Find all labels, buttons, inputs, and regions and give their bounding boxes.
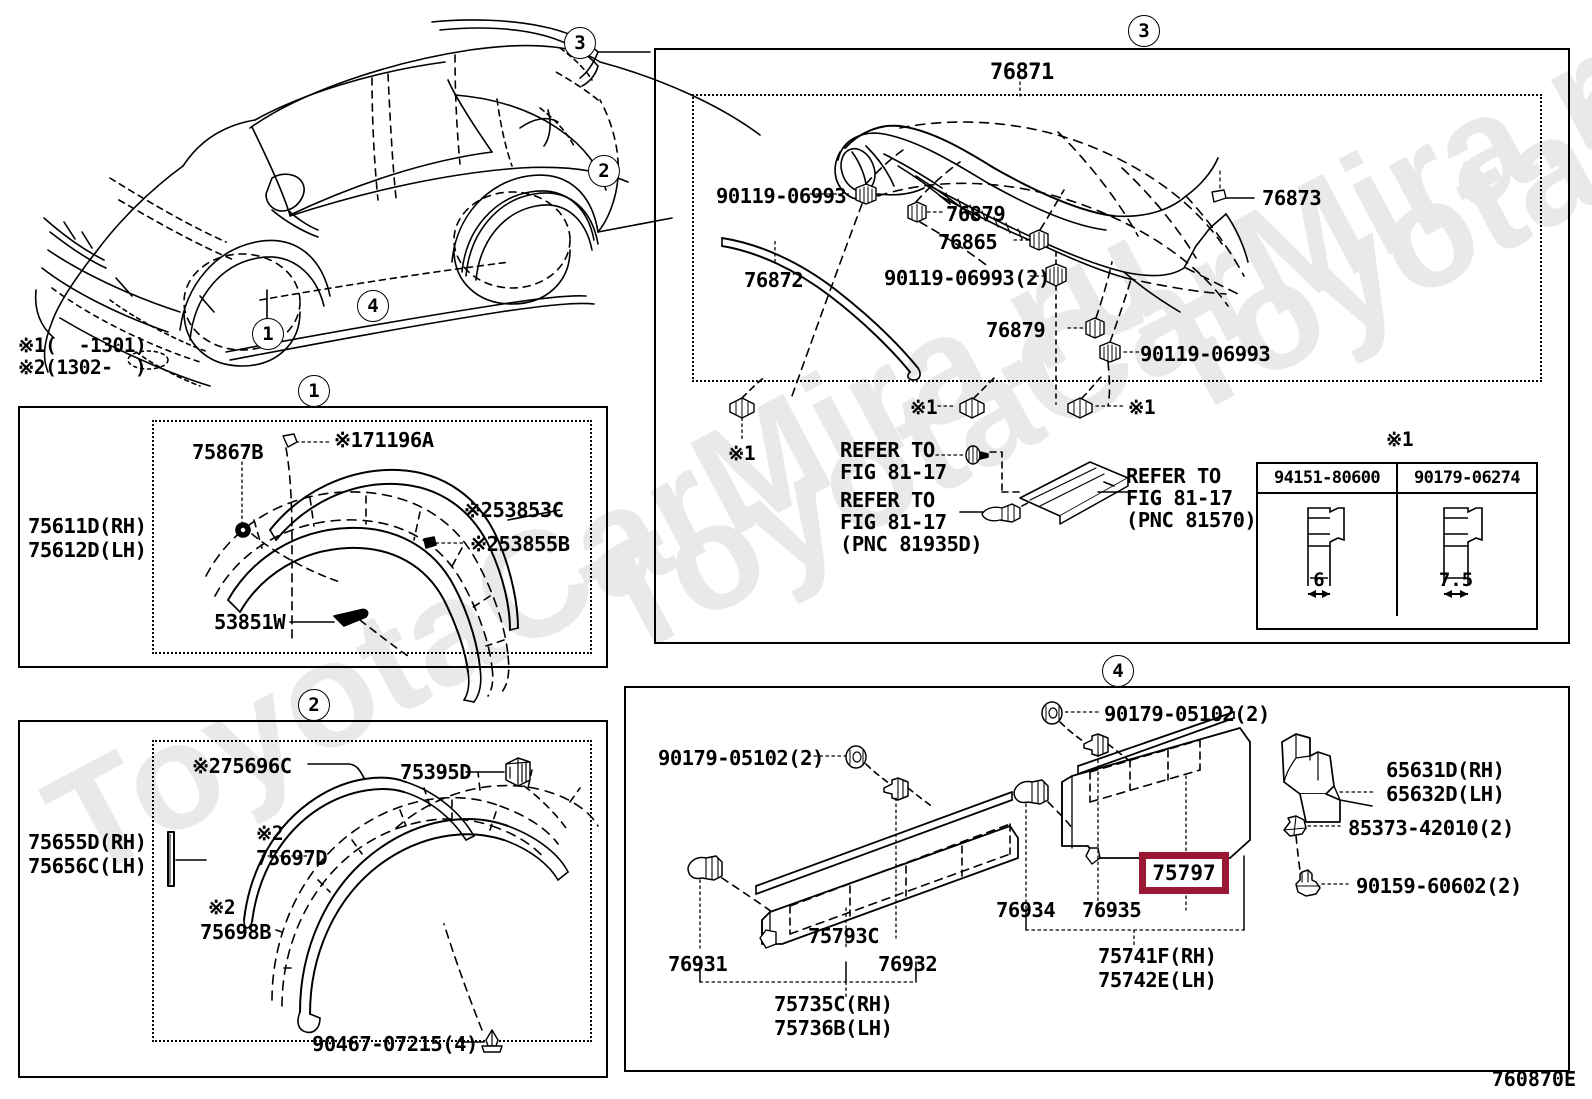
part-76932: 76932 — [878, 952, 938, 976]
fastener-table-marker: ※1 — [1386, 428, 1414, 451]
part-65632D: 65632D(LH) — [1386, 782, 1505, 806]
panel4-assembly-left-lh: 75736B(LH) — [774, 1016, 893, 1040]
panel4-assembly-right-rh: 75741F(RH) — [1098, 944, 1217, 968]
fastener-table-header: 94151-80600 90179-06274 — [1258, 464, 1536, 494]
panel3-outer-frame — [654, 48, 1570, 644]
vehicle-illustration — [34, 19, 761, 387]
part-171196A: ※171196A — [334, 428, 434, 452]
panel2-linework — [167, 757, 599, 1053]
fastener-dim-2: 7.5 — [1439, 569, 1473, 591]
panel3-inner-frame — [692, 94, 1542, 382]
panel1-assembly-lh: 75612D(LH) — [28, 538, 147, 562]
note-2: ※2(1302- ) — [18, 356, 147, 379]
callout-4-vehicle: 4 — [357, 290, 389, 322]
panel3-title-76871: 76871 — [990, 60, 1054, 85]
part-76935: 76935 — [1082, 898, 1142, 922]
panel4-assembly-right-lh: 75742E(LH) — [1098, 968, 1217, 992]
part-90119-06993-c: 90119-06993 — [1140, 342, 1271, 366]
panel3-linework — [721, 75, 1255, 525]
panel4-number: 4 — [1102, 655, 1134, 687]
panel-number-label: 4 — [1112, 660, 1124, 682]
part-75697D-prefix: ※2 — [256, 822, 284, 845]
refer-to-2-line1: REFER TO — [840, 488, 935, 512]
panel1-inner-frame — [152, 420, 592, 654]
panel2-number: 2 — [298, 689, 330, 721]
note-1: ※1( -1301) — [18, 334, 147, 357]
part-76934: 76934 — [996, 898, 1056, 922]
callout-1-vehicle: 1 — [252, 318, 284, 350]
part-90179-05102-a: 90179-05102(2) — [658, 746, 824, 770]
part-75698B: 75698B — [200, 920, 272, 944]
part-53851W: 53851W — [214, 610, 286, 634]
refer-to-2-line3: (PNC 81935D) — [840, 532, 983, 556]
fastener-table-body: 6 7.5 — [1258, 494, 1536, 616]
part-53853C: ※253853C — [464, 498, 564, 522]
callout-2-vehicle: 2 — [588, 155, 620, 187]
part-75797-highlight: 75797 — [1139, 852, 1229, 894]
refer-to-1-line1: REFER TO — [840, 438, 935, 462]
callout-label: 3 — [574, 32, 586, 54]
part-90159-60602: 90159-60602(2) — [1356, 874, 1522, 898]
bolt-icon: 6 — [1307, 507, 1345, 598]
part-75395D: 75395D — [400, 760, 472, 784]
fastener-cell-2: 7.5 — [1398, 494, 1536, 616]
panel2-assembly-lh: 75656C(LH) — [28, 854, 147, 878]
callout-label: 2 — [598, 160, 610, 182]
part-85373-42010: 85373-42010(2) — [1348, 816, 1514, 840]
refer-to-1-line2: FIG 81-17 — [840, 460, 947, 484]
marker-kome1-mid: ※1 — [910, 396, 938, 419]
callout-3-vehicle: 3 — [564, 27, 596, 59]
part-90119-06993-b: 90119-06993(2) — [884, 266, 1050, 290]
refer-to-3-line3: (PNC 81570) — [1126, 508, 1257, 532]
fastener-header-2: 90179-06274 — [1414, 468, 1521, 488]
part-75793C: 75793C — [808, 924, 880, 948]
bolt-icon: 7.5 — [1439, 507, 1483, 598]
figure-id: 760870E — [1491, 1067, 1576, 1091]
fastener-cell-1: 6 — [1258, 494, 1398, 616]
fastener-dim-1: 6 — [1313, 569, 1324, 591]
marker-kome1-right: ※1 — [1128, 396, 1156, 419]
part-76879-b: 76879 — [986, 318, 1046, 342]
refer-to-3-line1: REFER TO — [1126, 464, 1221, 488]
callout-label: 1 — [262, 323, 274, 345]
panel-number-label: 2 — [308, 694, 320, 716]
part-90119-06993-a: 90119-06993 — [716, 184, 847, 208]
fastener-header-1: 94151-80600 — [1258, 464, 1398, 492]
panel4-assembly-left-rh: 75735C(RH) — [774, 992, 893, 1016]
part-76931: 76931 — [668, 952, 728, 976]
panel1-assembly-rh: 75611D(RH) — [28, 514, 147, 538]
part-65631D: 65631D(RH) — [1386, 758, 1505, 782]
part-75867B: 75867B — [192, 440, 264, 464]
panel-number-label: 3 — [1138, 20, 1150, 42]
part-75697D: 75697D — [256, 846, 328, 870]
panel1-outer-frame — [18, 406, 608, 668]
panel2-assembly-rh: 75655D(RH) — [28, 830, 147, 854]
refer-to-3-line2: FIG 81-17 — [1126, 486, 1233, 510]
part-76865: 76865 — [938, 230, 998, 254]
panel1-number: 1 — [298, 375, 330, 407]
part-75696C: ※275696C — [192, 754, 292, 778]
panel-number-label: 1 — [308, 380, 320, 402]
fastener-spec-table: 94151-80600 90179-06274 6 — [1256, 462, 1538, 630]
part-75698B-prefix: ※2 — [208, 896, 236, 919]
panel1-linework — [205, 433, 561, 703]
part-76873: 76873 — [1262, 186, 1322, 210]
panel4-linework — [687, 701, 1377, 999]
part-53855B: ※253855B — [470, 532, 570, 556]
refer-to-2-line2: FIG 81-17 — [840, 510, 947, 534]
part-76879-a: 76879 — [946, 202, 1006, 226]
panel4-outer-frame — [624, 686, 1570, 1072]
panel2-inner-frame — [152, 740, 592, 1042]
part-90467-07215: 90467-07215(4) — [312, 1032, 478, 1056]
callout-label: 4 — [367, 295, 379, 317]
part-75797-label: 75797 — [1152, 861, 1216, 885]
panel2-outer-frame — [18, 720, 608, 1078]
panel3-number: 3 — [1128, 15, 1160, 47]
part-76872: 76872 — [744, 268, 804, 292]
marker-kome1-left: ※1 — [728, 442, 756, 465]
part-90179-05102-b: 90179-05102(2) — [1104, 702, 1270, 726]
